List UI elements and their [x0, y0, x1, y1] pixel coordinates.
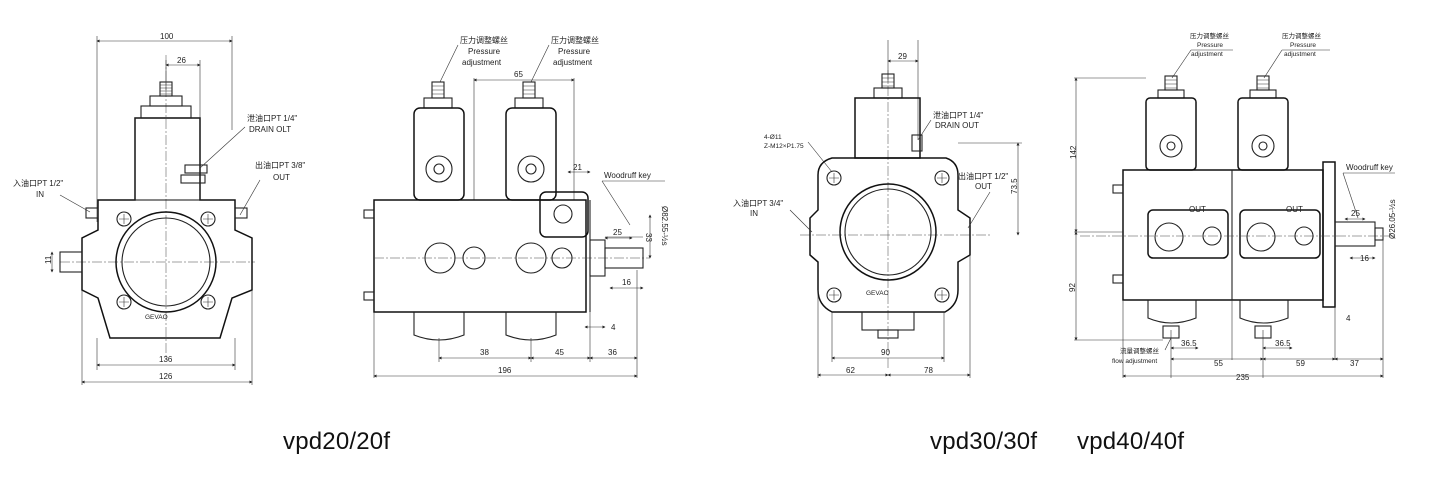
- d4-dim-16: 16: [1360, 254, 1369, 263]
- d1-in-label: 入油口PT 1/2": [13, 178, 63, 188]
- dim-73-5: 73.5: [1010, 178, 1019, 194]
- d4-adj2-en2: adjustment: [1284, 51, 1316, 58]
- dim-25: 25: [613, 228, 622, 237]
- d4-adj2-cn: 压力调整螺丝: [1282, 31, 1322, 40]
- dim-196: 196: [498, 366, 512, 375]
- d4-adj1-cn: 压力调整螺丝: [1190, 31, 1230, 40]
- d4-adj2-en1: Pressure: [1290, 42, 1316, 49]
- dim-100: 100: [160, 32, 174, 41]
- d3-bolts1: 4-Ø11: [764, 134, 782, 141]
- dim-62: 62: [846, 366, 855, 375]
- d4-key-label: Woodruff key: [1346, 163, 1393, 172]
- dim-26: 26: [177, 56, 186, 65]
- vpd40-side-view: 压力调整螺丝 Pressure adjustment 压力调整螺丝 Pressu…: [1068, 31, 1397, 382]
- d4-out1: OUT: [1189, 205, 1206, 214]
- d2-adj1-en1: Pressure: [468, 47, 501, 56]
- vpd30-front-view: 29 GEVAO 泄油口PT 1/4" DRAIN OUT 4-Ø11 Z-M1…: [733, 40, 1022, 378]
- dim-21: 21: [573, 163, 582, 172]
- vpd20-side-view: 压力调整螺丝 Pressure adjustment 压力调整螺丝 Pressu…: [363, 35, 669, 378]
- d4-dim-142: 142: [1069, 145, 1078, 159]
- dim-38: 38: [480, 348, 489, 357]
- d4-dim-235: 235: [1236, 373, 1250, 382]
- d4-adj1-en1: Pressure: [1197, 42, 1223, 49]
- d4-dim-25: 25: [1351, 209, 1360, 218]
- d1-drain-en: DRAIN OLT: [249, 125, 291, 134]
- svg-text:GEVAO: GEVAO: [866, 290, 889, 297]
- dim-33: 33: [644, 233, 653, 242]
- dim-136: 136: [159, 355, 173, 364]
- dim-36: 36: [608, 348, 617, 357]
- d2-adj2-cn: 压力调整螺丝: [551, 35, 599, 45]
- d2-adj2-en1: Pressure: [558, 47, 591, 56]
- svg-text:GEVAO: GEVAO: [145, 314, 168, 321]
- d4-dim-55: 55: [1214, 359, 1223, 368]
- dim-shaft: Ø82.55-½s: [660, 206, 669, 246]
- d4-dim-92: 92: [1068, 283, 1077, 292]
- dim-29: 29: [898, 52, 907, 61]
- d1-out-en: OUT: [273, 173, 290, 182]
- dim-side: 11: [44, 255, 53, 264]
- dim-65: 65: [514, 70, 523, 79]
- d1-out-label: 出油口PT 3/8": [255, 160, 305, 170]
- dim-45: 45: [555, 348, 564, 357]
- d1-in-en: IN: [36, 190, 44, 199]
- d3-in-label: 入油口PT 3/4": [733, 198, 783, 208]
- d3-out-label: 出油口PT 1/2": [958, 171, 1008, 181]
- d4-dim-36-5a: 36.5: [1181, 339, 1197, 348]
- dim-90: 90: [881, 348, 890, 357]
- caption-vpd30: vpd30/30f: [930, 428, 1038, 455]
- d4-adj1-en2: adjustment: [1191, 51, 1223, 58]
- d2-adj2-en2: adjustment: [553, 58, 593, 67]
- dim-16: 16: [622, 278, 631, 287]
- caption-vpd20: vpd20/20f: [283, 428, 391, 455]
- d4-dim-59: 59: [1296, 359, 1305, 368]
- d4-dim-4: 4: [1346, 314, 1351, 323]
- d4-flow-cn: 流量调整螺丝: [1120, 346, 1160, 355]
- d3-drain-en: DRAIN OUT: [935, 121, 979, 130]
- d4-dim-36-5b: 36.5: [1275, 339, 1291, 348]
- dim-78: 78: [924, 366, 933, 375]
- d3-bolts2: Z-M12×P1.75: [764, 143, 804, 150]
- d4-dim-shaft: Ø26.05-½s: [1388, 199, 1397, 239]
- d2-key-label: Woodruff key: [604, 171, 651, 180]
- caption-vpd40: vpd40/40f: [1077, 428, 1185, 455]
- d3-drain-label: 泄油口PT 1/4": [933, 110, 983, 120]
- d4-flow-en: flow adjustment: [1112, 358, 1157, 365]
- d3-in-en: IN: [750, 209, 758, 218]
- dim-4: 4: [611, 323, 616, 332]
- d3-out-en: OUT: [975, 182, 992, 191]
- d4-out2: OUT: [1286, 205, 1303, 214]
- d2-adj1-en2: adjustment: [462, 58, 502, 67]
- d1-drain-label: 泄油口PT 1/4": [247, 113, 297, 123]
- dim-126: 126: [159, 372, 173, 381]
- vpd20-front-view: 100 26 GEVAO 泄油口PT 1/4" DRAIN: [13, 32, 305, 385]
- d2-adj1-cn: 压力调整螺丝: [460, 35, 508, 45]
- d4-dim-37: 37: [1350, 359, 1359, 368]
